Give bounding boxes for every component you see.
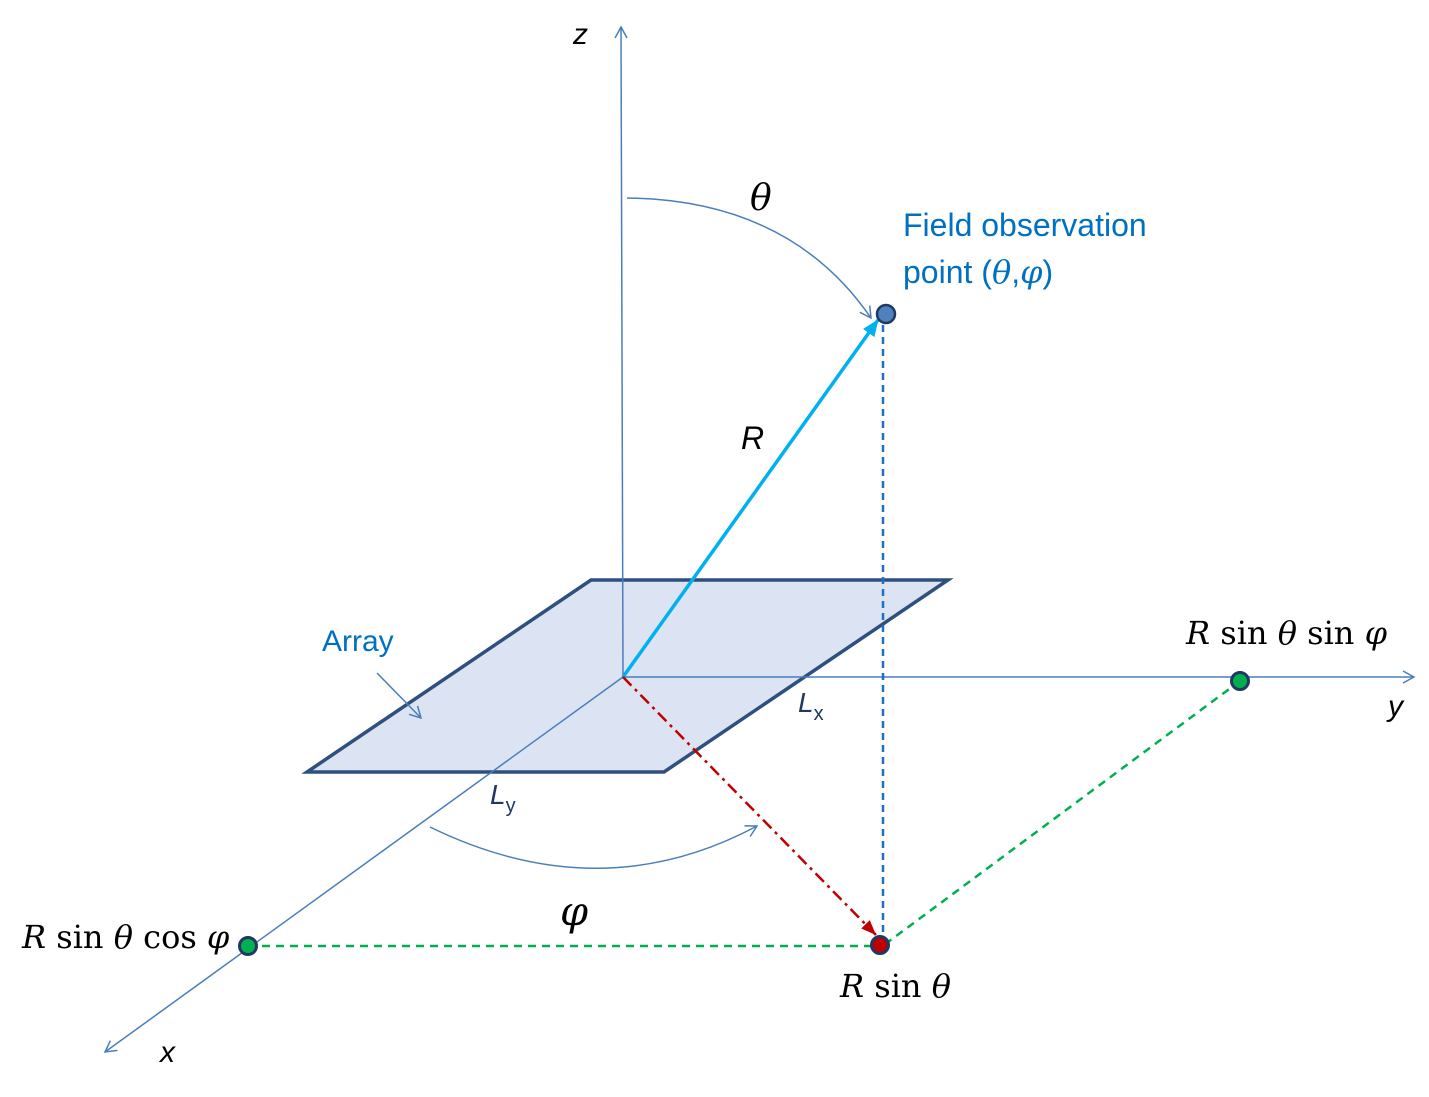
lx-label: Lx — [798, 687, 824, 725]
z-axis — [614, 25, 628, 678]
x-axis — [103, 676, 624, 1053]
field-point-label-line2: point (θ,φ) — [903, 253, 1053, 291]
y-component-marker — [1230, 671, 1250, 691]
field-point-label-line1: Field observation — [903, 207, 1147, 243]
array-label: Array — [322, 625, 394, 658]
radius-label: R — [741, 420, 764, 456]
r-sin-theta-label: R sin θ — [839, 967, 951, 1005]
phi-arc — [429, 825, 759, 869]
radius-vector — [621, 318, 880, 679]
field-point-marker — [875, 303, 897, 325]
r-sin-theta-sin-phi-label: R sin θ sin φ — [1185, 614, 1388, 652]
theta-arc — [626, 197, 872, 320]
ground-projection — [622, 676, 877, 936]
y-component-line — [883, 679, 1241, 947]
x-component-marker — [238, 936, 258, 956]
r-sin-theta-cos-phi-label: R sin θ cos φ — [21, 918, 230, 956]
array-pointer — [376, 672, 423, 720]
ly-label: Ly — [490, 779, 516, 817]
array-plate — [301, 578, 954, 774]
z-axis-label: z — [572, 18, 588, 51]
projection-marker — [870, 935, 890, 955]
phi-label: φ — [560, 889, 588, 935]
theta-label: θ — [750, 178, 772, 219]
x-axis-label: x — [158, 1036, 176, 1069]
y-axis-label: y — [1386, 690, 1405, 723]
